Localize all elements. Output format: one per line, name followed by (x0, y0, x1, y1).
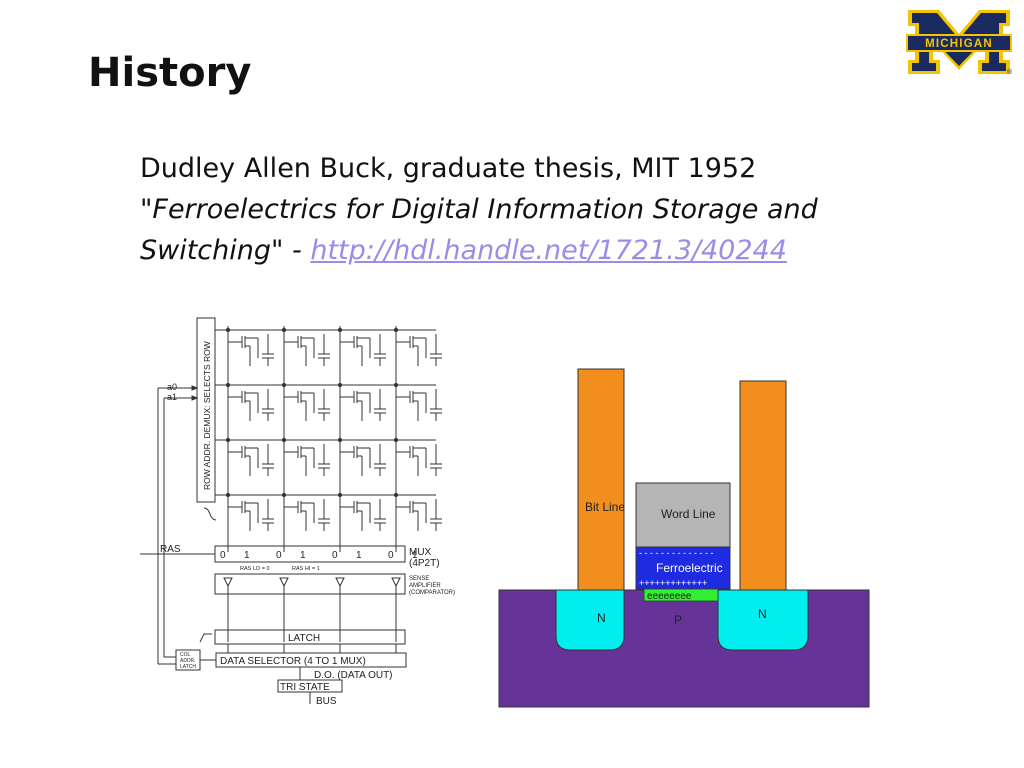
positive-charges: +++++++++++++ (639, 578, 707, 588)
fefet-cross-section: N N P Bit Line Word Line - - - - - - - -… (498, 368, 870, 708)
mux-bit-label: 0 (332, 550, 338, 561)
mux-box (214, 545, 406, 563)
mux-bit-label: 0 (388, 550, 394, 561)
electron-channel (643, 588, 719, 602)
logo-text: MICHIGAN (925, 38, 993, 50)
citation-separator: - (283, 235, 311, 266)
memory-cell (225, 437, 274, 476)
page-title: History (88, 50, 252, 96)
row-demux-box (196, 317, 216, 503)
citation-author-line: Dudley Allen Buck, graduate thesis, MIT … (140, 153, 757, 184)
p-substrate (498, 589, 870, 708)
memory-cell (225, 327, 274, 366)
right-line-pillar (739, 380, 787, 591)
word-line-label: Word Line (661, 507, 716, 521)
data-selector-label: DATA SELECTOR (4 TO 1 MUX) (220, 656, 366, 667)
n-well-right (717, 589, 809, 651)
memory-cell (393, 437, 442, 476)
row-demux-label: ROW ADDR. DEMUX: SELECTS ROW (202, 341, 212, 490)
col-addr-line2: ADDR. (180, 658, 196, 664)
mux-bit-label: 1 (300, 550, 306, 561)
michigan-logo: MICHIGAN ® (906, 10, 1012, 76)
p-label: P (674, 613, 682, 627)
negative-charges: - - - - - - - - - - - - - - (639, 548, 713, 558)
col-addr-line1: COL (180, 652, 191, 658)
memory-cell (393, 327, 442, 366)
memory-cell-grid (215, 326, 442, 552)
memory-cell (337, 327, 386, 366)
ras-label: RAS (160, 544, 181, 555)
ferroelectric-layer (635, 546, 731, 590)
sense-label-line1: SENSE (409, 576, 429, 582)
sense-label-line3: (COMPARATOR) (409, 590, 455, 596)
memory-cell (225, 492, 274, 531)
memory-cell (281, 437, 330, 476)
ras-lo-label: RAS LO = 0 (240, 566, 270, 572)
ferroelectric-label: Ferroelectric (656, 561, 723, 575)
memory-cell (281, 492, 330, 531)
latch-label: LATCH (288, 633, 320, 644)
mux-bit-label: 1 (356, 550, 362, 561)
ras-hi-label: RAS HI = 1 (292, 566, 320, 572)
sense-label-line2: AMPLIFIER (409, 583, 441, 589)
tri-state-label: TRI STATE (280, 682, 330, 693)
citation-title-line: "Ferroelectrics for Digital Information … (140, 189, 960, 271)
word-line-gate (635, 482, 731, 548)
memory-cell (393, 382, 442, 421)
memory-cell (393, 492, 442, 531)
n-left-label: N (597, 611, 606, 625)
memory-array-diagram: ROW ADDR. DEMUX: SELECTS ROW a0 a1 RAS 0… (140, 317, 455, 707)
memory-cell (337, 437, 386, 476)
data-selector-box (215, 652, 407, 668)
electrons-label: eeeeeeee (647, 591, 692, 602)
mux-label-line1: MUX (409, 547, 432, 558)
n-well-left (555, 589, 625, 651)
memory-cell (337, 492, 386, 531)
mux-label-line2: (4P2T) (409, 558, 440, 569)
addr-a1-label: a1 (167, 392, 177, 402)
latch-box (214, 629, 406, 645)
addr-a0-label: a0 (167, 382, 177, 392)
bit-line-pillar (577, 368, 625, 591)
n-right-label: N (758, 607, 767, 621)
memory-cell (281, 382, 330, 421)
memory-cell (337, 382, 386, 421)
mux-bit-label: 0 (220, 550, 226, 561)
handle-link[interactable]: http://hdl.handle.net/1721.3/40244 (310, 235, 787, 266)
thesis-title: "Ferroelectrics for Digital Information … (140, 194, 818, 266)
bit-line-label: Bit Line (585, 500, 625, 514)
logo-registered-mark: ® (1007, 68, 1012, 76)
bus-label: BUS (316, 696, 337, 707)
mux-bit-label: 1 (244, 550, 250, 561)
mux-bit-label: 1 (412, 550, 418, 561)
sense-amplifier-box (214, 573, 406, 595)
memory-cell (225, 382, 274, 421)
data-out-label: D.O. (DATA OUT) (314, 670, 393, 681)
col-addr-line3: LATCH (180, 664, 196, 670)
mux-bit-label: 0 (276, 550, 282, 561)
memory-cell (281, 327, 330, 366)
thesis-citation: Dudley Allen Buck, graduate thesis, MIT … (140, 148, 960, 271)
